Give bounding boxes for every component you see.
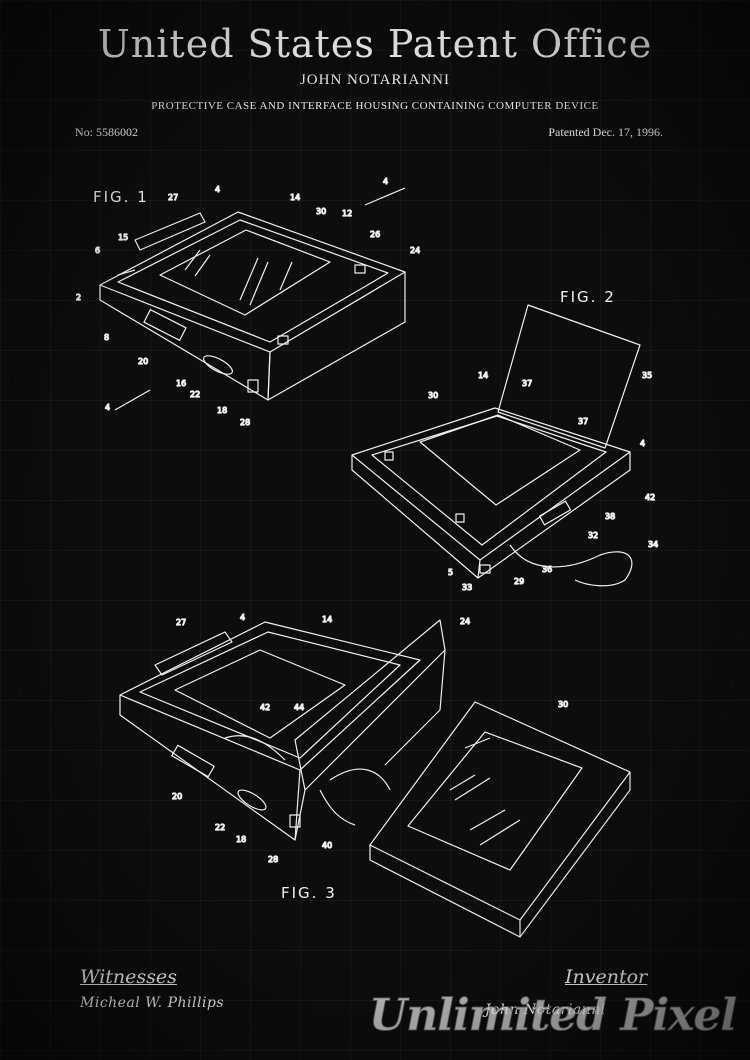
fig1-ref: 8 <box>104 333 109 342</box>
fig3-ref: 40 <box>322 841 332 850</box>
fig3-ref: 14 <box>322 615 332 624</box>
fig1-device <box>99 187 406 411</box>
fig1-ref: 15 <box>118 233 128 242</box>
fig1-ref: 4 <box>105 403 110 412</box>
fig2-ref: 37 <box>578 417 588 426</box>
fig3-ref: 28 <box>268 855 278 864</box>
fig2-ref: 33 <box>462 583 472 592</box>
fig2-ref: 29 <box>514 577 524 586</box>
fig2-ref: 14 <box>478 371 488 380</box>
fig3-ref: 27 <box>176 618 186 627</box>
fig1-ref: 4 <box>215 185 220 194</box>
fig2-reference-numerals: 35 14 37 30 37 4 42 38 32 34 36 29 33 5 <box>427 370 658 592</box>
fig1-ref: 22 <box>190 390 200 399</box>
fig1-ref: 2 <box>76 293 81 302</box>
fig1-ref: 24 <box>410 246 420 255</box>
fig2-ref: 30 <box>428 391 438 400</box>
fig2-ref: 34 <box>648 540 658 549</box>
fig2-ref: 36 <box>542 565 552 574</box>
inventor-heading: Inventor <box>565 966 648 988</box>
fig3-ref: 24 <box>460 617 470 626</box>
fig3-device <box>119 619 631 938</box>
fig1-ref: 20 <box>138 357 148 366</box>
fig3-ref: 42 <box>260 703 270 712</box>
fig3-ref: 4 <box>240 613 245 622</box>
fig1-ref: 14 <box>290 193 300 202</box>
fig2-device <box>351 304 641 587</box>
fig2-ref: 38 <box>605 512 615 521</box>
fig1-ref: 16 <box>176 379 186 388</box>
fig2-ref: 42 <box>645 493 655 502</box>
witness-signature: Micheal W. Phillips <box>80 995 225 1011</box>
fig1-ref: 4 <box>383 177 388 186</box>
fig1-ref: 18 <box>217 406 227 415</box>
fig2-ref: 37 <box>522 379 532 388</box>
fig3-ref: 30 <box>558 700 568 709</box>
fig3-ref: 44 <box>294 703 304 712</box>
fig2-ref: 4 <box>640 439 645 448</box>
fig3-ref: 20 <box>172 792 182 801</box>
watermark: Unlimited Pixel <box>368 990 737 1042</box>
fig1-ref: 27 <box>168 193 178 202</box>
fig1-ref: 12 <box>342 209 352 218</box>
witnesses-heading: Witnesses <box>80 966 177 988</box>
fig3-ref: 18 <box>236 835 246 844</box>
fig1-ref: 26 <box>370 230 380 239</box>
fig2-ref: 5 <box>448 568 453 577</box>
fig3-ref: 22 <box>215 823 225 832</box>
fig2-ref: 32 <box>588 531 598 540</box>
fig1-ref: 28 <box>240 418 250 427</box>
fig2-ref: 35 <box>642 371 652 380</box>
fig1-ref: 30 <box>316 207 326 216</box>
fig1-ref: 6 <box>95 246 100 255</box>
